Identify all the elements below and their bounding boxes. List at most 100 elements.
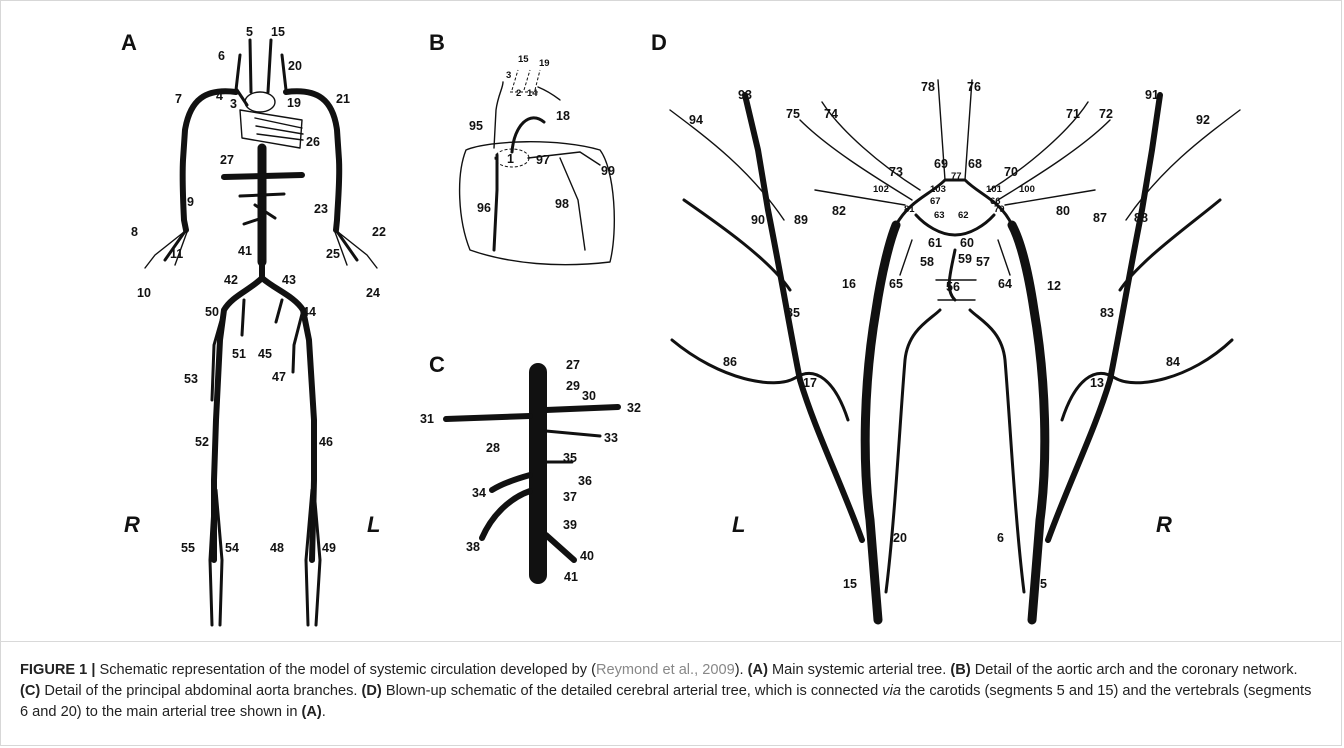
seg-label: 19 xyxy=(287,96,301,110)
seg-label: 78 xyxy=(921,80,935,94)
aortic-arch-sketch xyxy=(245,92,275,112)
seg-label: 6 xyxy=(997,531,1004,545)
seg-label: 83 xyxy=(1100,306,1114,320)
panel-a: A R L xyxy=(121,25,386,625)
seg-label: 100 xyxy=(1019,184,1035,195)
panel-d-right-side-label: R xyxy=(1156,512,1172,537)
vessel-d-vertebral-20 xyxy=(886,310,940,592)
seg-label: 103 xyxy=(930,184,946,195)
seg-label: 40 xyxy=(580,549,594,563)
seg-label: 41 xyxy=(564,570,578,584)
seg-label: 24 xyxy=(366,286,380,300)
seg-label: 54 xyxy=(225,541,239,555)
seg-label: 68 xyxy=(968,157,982,171)
seg-label: 10 xyxy=(137,286,151,300)
caption-reference-link[interactable]: Reymond et al., 2009 xyxy=(596,662,735,678)
seg-label: 88 xyxy=(1134,211,1148,225)
seg-label: 44 xyxy=(302,305,316,319)
caption-via: via xyxy=(882,683,901,699)
seg-label: 16 xyxy=(842,277,856,291)
seg-label: 36 xyxy=(578,474,592,488)
seg-label: 30 xyxy=(582,389,596,403)
seg-label: 14 xyxy=(527,88,538,99)
vessel-a-left-leg xyxy=(262,278,314,560)
seg-label: 35 xyxy=(563,451,577,465)
seg-label: 4 xyxy=(216,89,223,103)
figure-caption: FIGURE 1 | Schematic representation of t… xyxy=(20,660,1320,723)
seg-label: 5 xyxy=(246,25,253,39)
seg-label: 52 xyxy=(195,435,209,449)
seg-label: 95 xyxy=(469,119,483,133)
caption-b-text: Detail of the aortic arch and the corona… xyxy=(971,662,1298,678)
panel-c: C 27 29 30 32 31 33 28 35 36 34 37 39 38… xyxy=(420,352,641,584)
panel-d-letter: D xyxy=(651,30,667,55)
seg-label: 74 xyxy=(824,107,838,121)
seg-label: 5 xyxy=(1040,577,1047,591)
caption-b-label: (B) xyxy=(950,662,970,678)
seg-label: 94 xyxy=(689,113,703,127)
seg-label: 31 xyxy=(420,412,434,426)
caption-intro-end: ). xyxy=(735,662,748,678)
vessel-a-left-arm xyxy=(286,91,339,230)
seg-label: 12 xyxy=(1047,279,1061,293)
seg-label: 91 xyxy=(1145,88,1159,102)
vessel-a-celiac-branch xyxy=(224,175,302,177)
seg-label: 53 xyxy=(184,372,198,386)
seg-label: 28 xyxy=(486,441,500,455)
caption-a-text: Main systemic arterial tree. xyxy=(768,662,950,678)
seg-label: 9 xyxy=(187,195,194,209)
caption-a-ref: (A) xyxy=(302,704,322,720)
seg-label: 27 xyxy=(566,358,580,372)
panel-b: B 15 3 19 2 14 18 95 1 97 99 96 98 xyxy=(429,30,615,265)
seg-label: 59 xyxy=(958,252,972,266)
seg-label: 67 xyxy=(930,196,941,207)
caption-d-label: (D) xyxy=(362,683,382,699)
seg-label: 97 xyxy=(536,153,550,167)
vessel-a-vertebral-right xyxy=(236,55,240,90)
vessel-c-left-renal xyxy=(446,416,530,419)
seg-label: 20 xyxy=(893,531,907,545)
vessel-a-right-leg xyxy=(214,262,262,560)
seg-label: 98 xyxy=(555,197,569,211)
panel-b-segment-labels: 15 3 19 2 14 18 95 1 97 99 96 98 xyxy=(469,54,615,215)
seg-label: 42 xyxy=(224,273,238,287)
seg-label: 73 xyxy=(889,165,903,179)
vessel-c-branch-34 xyxy=(492,475,530,490)
vessel-a-left-internal-iliac xyxy=(276,300,282,322)
seg-label: 57 xyxy=(976,255,990,269)
seg-label: 64 xyxy=(998,277,1012,291)
seg-label: 70 xyxy=(1004,165,1018,179)
coronary-lines xyxy=(255,118,303,140)
seg-label: 69 xyxy=(934,157,948,171)
seg-label: 11 xyxy=(170,247,183,261)
seg-label: 61 xyxy=(928,236,942,250)
vessel-d-left-ext-carotid xyxy=(745,95,862,540)
seg-label: 101 xyxy=(986,184,1003,195)
seg-label: 84 xyxy=(1166,355,1180,369)
vessel-c-branch-33 xyxy=(546,431,600,436)
seg-label: 3 xyxy=(506,70,511,81)
seg-label: 32 xyxy=(627,401,641,415)
seg-label: 19 xyxy=(539,58,550,69)
seg-label: 45 xyxy=(258,347,272,361)
seg-label: 79 xyxy=(994,204,1005,215)
panel-a-letter: A xyxy=(121,30,137,55)
vessel-c-right-renal xyxy=(546,407,618,410)
vessel-d-vertebral-6 xyxy=(970,310,1024,592)
figure-graphic: A R L xyxy=(0,0,1344,640)
seg-label: 77 xyxy=(951,171,962,182)
seg-label: 93 xyxy=(738,88,752,102)
seg-label: 3 xyxy=(230,97,237,111)
caption-divider xyxy=(0,641,1342,642)
vessel-d-circle-bottom xyxy=(916,215,994,235)
vessel-d-left-branch-86 xyxy=(672,340,848,420)
caption-end: . xyxy=(322,704,326,720)
seg-label: 71 xyxy=(1066,107,1080,121)
seg-label: 96 xyxy=(477,201,491,215)
seg-label: 29 xyxy=(566,379,580,393)
seg-label: 33 xyxy=(604,431,618,445)
seg-label: 2 xyxy=(516,88,521,99)
seg-label: 86 xyxy=(723,355,737,369)
seg-label: 85 xyxy=(786,306,800,320)
seg-label: 75 xyxy=(786,107,800,121)
